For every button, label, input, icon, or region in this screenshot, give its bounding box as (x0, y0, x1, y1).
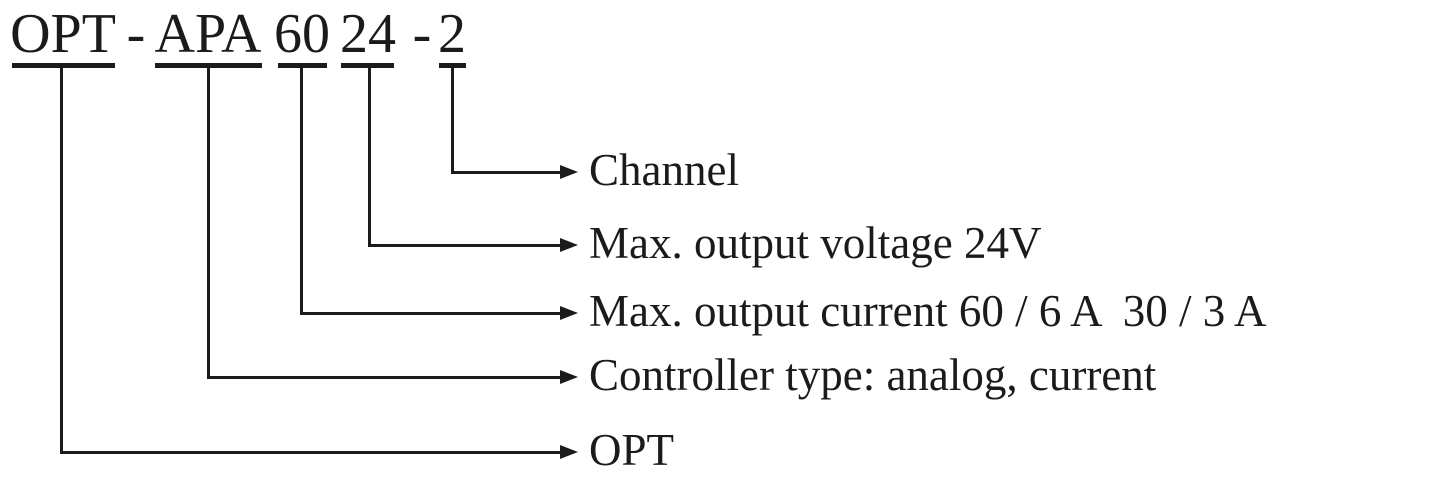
callout-label-opt: OPT (589, 425, 675, 475)
arrowhead-icon (560, 445, 578, 459)
part-segment-apa: APA (154, 3, 262, 65)
arrowhead-icon (560, 165, 578, 179)
connector-line-opt (60, 67, 63, 454)
part-segment-24: 24 (340, 3, 396, 65)
connector-line-channel (451, 171, 560, 174)
underline-apa (155, 63, 262, 68)
connector-line-current (300, 67, 303, 315)
arrowhead-icon (560, 306, 578, 320)
connector-line-voltage (368, 67, 371, 247)
connector-line-current (300, 312, 560, 315)
callout-label-voltage: Max. output voltage 24V (589, 218, 1042, 268)
callout-label-current: Max. output current 60 / 6 A 30 / 3 A (589, 286, 1267, 336)
part-segment-60: 60 (274, 3, 330, 65)
connector-line-controller (207, 67, 210, 379)
connector-line-controller (207, 376, 560, 379)
connector-line-voltage (368, 244, 560, 247)
part-segment-2: 2 (438, 3, 466, 65)
part-segment-dash-2: - (412, 3, 432, 65)
part-segment-dash-1: - (126, 3, 146, 65)
connector-line-opt (60, 451, 560, 454)
arrowhead-icon (560, 238, 578, 252)
callout-label-channel: Channel (589, 145, 739, 195)
arrowhead-icon (560, 370, 578, 384)
connector-line-channel (451, 67, 454, 174)
part-segment-opt: OPT (10, 3, 116, 65)
underline-24 (341, 63, 394, 68)
underline-opt (12, 63, 115, 68)
underline-60 (278, 63, 327, 68)
underline-2 (439, 63, 466, 68)
callout-label-controller: Controller type: analog, current (589, 350, 1157, 400)
